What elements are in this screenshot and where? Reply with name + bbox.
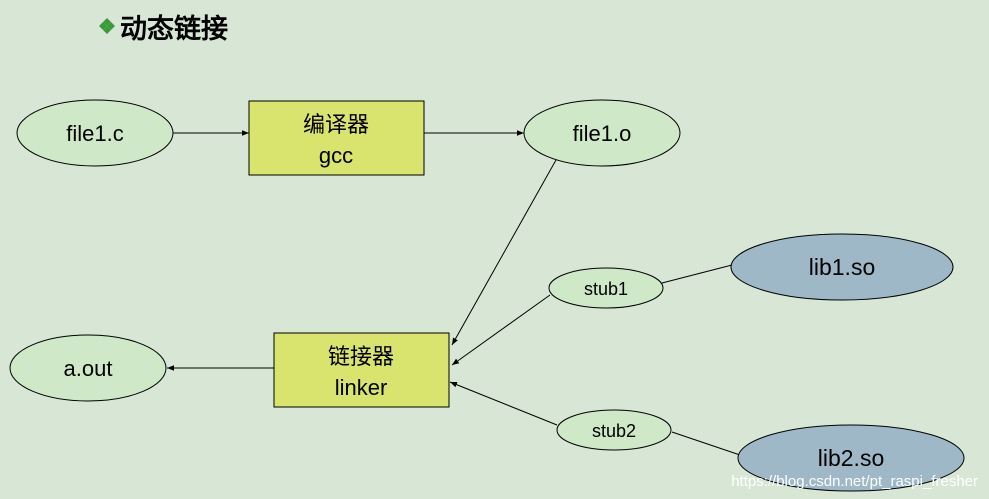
page-title: 动态链接 xyxy=(120,13,228,45)
node-linker-sublabel: linker xyxy=(335,375,388,400)
node-lib2-so: lib2.so xyxy=(737,424,965,492)
node-aout-label: a.out xyxy=(64,356,113,381)
edge-file1o-to-linker xyxy=(451,159,557,346)
node-compiler-sublabel: gcc xyxy=(319,143,353,168)
edge-lib1-to-stub1 xyxy=(661,264,733,284)
edge-stub2-to-linker xyxy=(449,381,558,426)
node-compiler: 编译器 gcc xyxy=(248,100,425,176)
node-lib1-so: lib1.so xyxy=(730,233,954,301)
edge-stub1-to-linker xyxy=(451,294,551,366)
node-linker: 链接器 linker xyxy=(273,332,450,408)
watermark-url: https://blog.csdn.net/pt_raspi_fresher xyxy=(731,473,978,490)
title-bullet-icon xyxy=(99,18,115,34)
node-linker-label: 链接器 xyxy=(328,344,394,369)
node-stub1-label: stub1 xyxy=(584,279,628,299)
node-file1-o: file1.o xyxy=(523,99,681,167)
node-file1-o-label: file1.o xyxy=(573,121,632,146)
node-stub1: stub1 xyxy=(548,267,664,309)
node-file1-c: file1.c xyxy=(16,99,174,167)
node-file1-c-label: file1.c xyxy=(66,121,123,146)
node-lib2-so-label: lib2.so xyxy=(818,445,884,471)
node-stub2: stub2 xyxy=(556,409,672,451)
node-compiler-label: 编译器 xyxy=(303,112,369,137)
node-lib1-so-label: lib1.so xyxy=(809,254,875,280)
node-aout: a.out xyxy=(9,334,167,402)
node-stub2-label: stub2 xyxy=(592,421,636,441)
edge-lib2-to-stub2 xyxy=(671,431,741,456)
